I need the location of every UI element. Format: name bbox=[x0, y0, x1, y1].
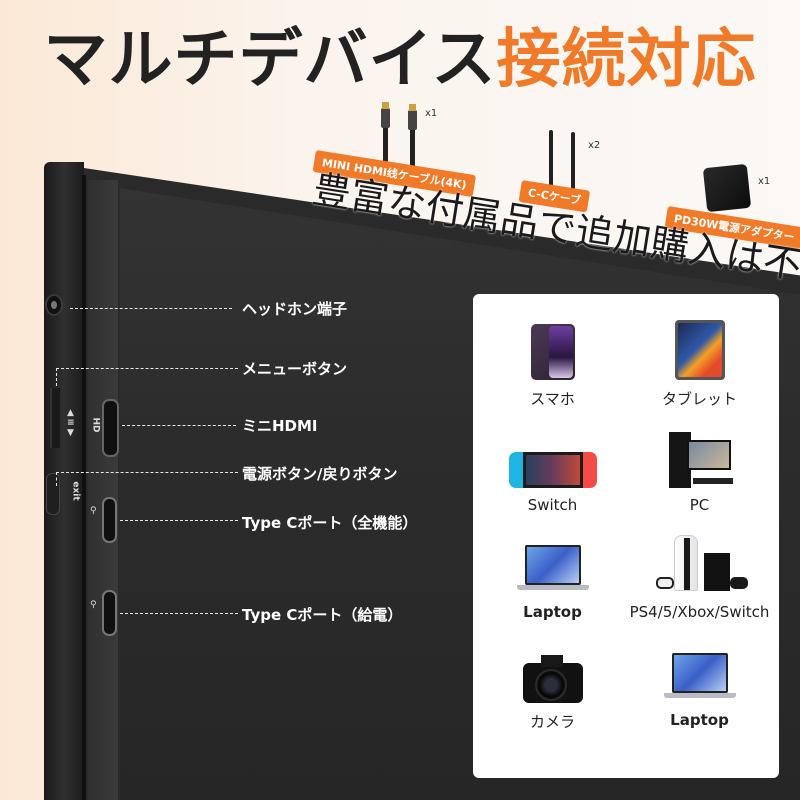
hd-glyph: HD bbox=[90, 417, 101, 433]
device-item-laptop: Laptop bbox=[479, 533, 626, 641]
device-label: PS4/5/Xbox/Switch bbox=[629, 603, 770, 621]
smartphone-icon bbox=[530, 324, 575, 380]
usb-symbol-icon: ⚲ bbox=[90, 506, 97, 516]
hdmi-connector-icon bbox=[381, 102, 390, 128]
leader-line bbox=[70, 308, 232, 309]
tablet-icon bbox=[674, 320, 725, 380]
device-label: Laptop bbox=[523, 603, 582, 621]
leader-line bbox=[56, 472, 238, 473]
device-item-game-consoles: PS4/5/Xbox/Switch bbox=[626, 533, 773, 641]
leader-line bbox=[120, 520, 238, 521]
port-label-mini-hdmi: ミニHDMI bbox=[242, 417, 318, 435]
device-item-laptop-2: Laptop bbox=[626, 641, 773, 749]
port-label-usb-c-power: Type Cポート（給電） bbox=[242, 606, 403, 624]
nintendo-switch-icon bbox=[508, 451, 597, 488]
usb-c-port-icon bbox=[102, 590, 117, 636]
headline-main: マルチデバイス bbox=[43, 23, 497, 97]
device-item-camera: カメラ bbox=[479, 641, 626, 749]
headline-accent: 接続対応 bbox=[496, 23, 757, 97]
device-label: PC bbox=[689, 495, 710, 514]
port-label-usb-c-full: Type Cポート（全機能） bbox=[242, 514, 418, 532]
device-label: スマホ bbox=[530, 390, 575, 408]
device-label: Switch bbox=[527, 495, 578, 514]
exit-glyph: exit bbox=[70, 481, 81, 501]
laptop-icon bbox=[663, 652, 736, 703]
leader-line bbox=[56, 368, 238, 369]
device-item-pc: PC bbox=[626, 426, 773, 534]
port-label-menu: メニューボタン bbox=[242, 360, 348, 378]
port-label-headphone: ヘッドホン端子 bbox=[242, 300, 348, 318]
mini-hdmi-port-icon bbox=[102, 399, 119, 457]
menu-arrows-icon: ▲≡▼ bbox=[67, 408, 75, 438]
device-item-switch: Switch bbox=[479, 426, 626, 534]
camera-icon bbox=[522, 654, 583, 703]
laptop-icon bbox=[516, 545, 589, 595]
leader-line bbox=[56, 472, 57, 486]
hdmi-connector-icon bbox=[408, 104, 417, 130]
desktop-pc-icon bbox=[665, 431, 735, 488]
device-label: カメラ bbox=[529, 712, 575, 731]
accessory-count: x1 bbox=[425, 108, 438, 119]
power-adapter-icon bbox=[702, 163, 752, 213]
usb-symbol-icon: ⚲ bbox=[90, 600, 97, 610]
accessory-count: x2 bbox=[588, 140, 601, 151]
port-label-power: 電源ボタン/戻りボタン bbox=[242, 465, 398, 483]
power-button-icon bbox=[46, 473, 60, 515]
device-label: Laptop bbox=[670, 710, 729, 729]
page-headline: マルチデバイス接続対応 bbox=[0, 14, 800, 106]
device-label: タブレット bbox=[661, 390, 737, 408]
leader-line bbox=[122, 425, 236, 426]
device-compatibility-card: スマホ タブレット Switch PC Laptop PS4/5/Xbox/Sw… bbox=[473, 294, 779, 778]
leader-line bbox=[120, 613, 238, 614]
device-item-tablet: タブレット bbox=[626, 318, 773, 426]
game-console-icon bbox=[648, 535, 752, 595]
accessory-count: x1 bbox=[758, 176, 771, 187]
leader-line bbox=[56, 368, 57, 386]
headphone-jack-icon bbox=[45, 294, 63, 316]
usb-c-cable-icon bbox=[549, 130, 553, 188]
hdmi-cable-icon bbox=[410, 120, 415, 182]
menu-button-icon bbox=[50, 388, 60, 448]
hdmi-cable-icon bbox=[383, 120, 388, 178]
monitor-edge-divider bbox=[82, 175, 86, 800]
usb-c-cable-icon bbox=[571, 132, 575, 190]
usb-c-port-icon bbox=[102, 497, 117, 543]
device-item-smartphone: スマホ bbox=[479, 318, 626, 426]
monitor-port-panel bbox=[88, 180, 118, 800]
